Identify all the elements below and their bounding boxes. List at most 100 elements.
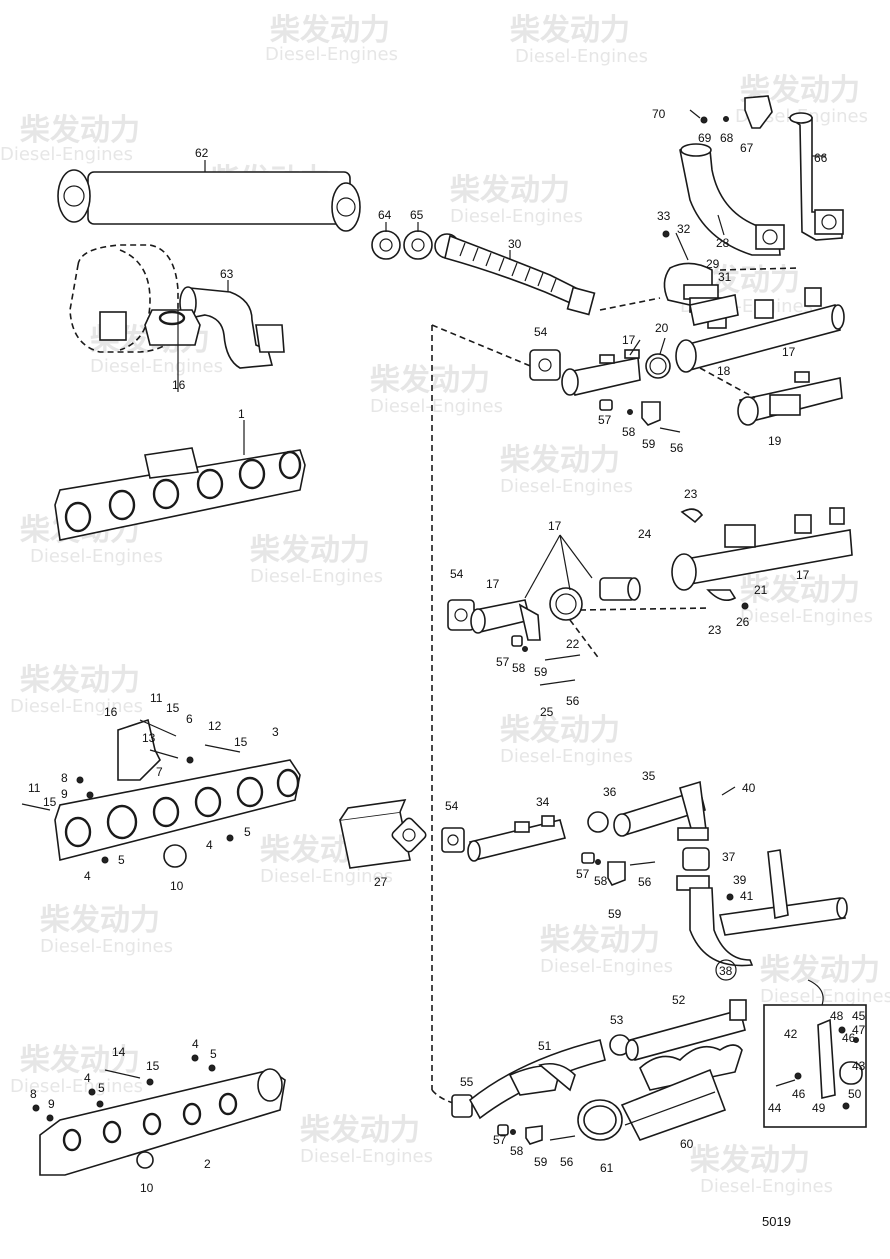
- callout-labels: 62 63 64 65 30 70 69 68 67 66 33 32 28 2…: [28, 107, 866, 1195]
- callout: 45: [852, 1009, 866, 1023]
- callout: 27: [374, 875, 388, 889]
- callout: 64: [378, 208, 392, 222]
- watermark-cn: 柴发动力: [500, 713, 620, 748]
- callout: 1: [238, 407, 245, 421]
- callout: 10: [140, 1181, 154, 1195]
- watermark-en: Diesel-Engines: [250, 566, 383, 587]
- callout: 4: [206, 838, 213, 852]
- callout: 57: [493, 1133, 507, 1147]
- callout: 58: [512, 661, 526, 675]
- callout: 54: [534, 325, 548, 339]
- callout: 40: [742, 781, 756, 795]
- callout: 26: [736, 615, 750, 629]
- callout: 43: [852, 1059, 866, 1073]
- callout: 35: [642, 769, 656, 783]
- silencer-62: [57, 160, 361, 232]
- callout: 58: [622, 425, 636, 439]
- exhaust-manifold-3: [21, 718, 301, 868]
- callout: 57: [598, 413, 612, 427]
- callout: 69: [698, 131, 712, 145]
- callout: 17: [622, 333, 636, 347]
- watermark-cn: 柴发动力: [20, 113, 140, 148]
- callout: 11: [150, 691, 163, 705]
- reference-number: 5019: [762, 1214, 791, 1229]
- watermark-cn: 柴发动力: [20, 1043, 140, 1078]
- watermark-cn: 柴发动力: [270, 13, 390, 48]
- callout: 18: [717, 364, 731, 378]
- callout: 16: [172, 378, 186, 392]
- callout: 22: [566, 637, 580, 651]
- callout: 39: [733, 873, 747, 887]
- callout: 24: [638, 527, 652, 541]
- watermark-en: Diesel-Engines: [740, 606, 873, 627]
- callout: 15: [43, 795, 57, 809]
- callout: 34: [536, 795, 550, 809]
- callout: 48: [830, 1009, 844, 1023]
- exhaust-pipe-assembly-middle: [447, 507, 853, 686]
- callout: 23: [708, 623, 722, 637]
- callout: 7: [156, 765, 163, 779]
- callout: 56: [566, 694, 580, 708]
- watermark-cn: 柴发动力: [370, 363, 490, 398]
- callout: 14: [112, 1045, 126, 1059]
- callout: 63: [220, 267, 234, 281]
- watermark-en: Diesel-Engines: [500, 746, 633, 767]
- turbocharger-with-elbow-63: [69, 244, 285, 369]
- callout: 19: [768, 434, 782, 448]
- callout: 17: [486, 577, 500, 591]
- exhaust-pipe-assembly-lower: [339, 780, 848, 1011]
- watermark-en: Diesel-Engines: [500, 476, 633, 497]
- exhaust-pipe-assembly-upper: [529, 287, 845, 433]
- outlet-pipes-66-28: [679, 95, 844, 256]
- watermark-cn: 柴发动力: [760, 953, 880, 988]
- callout: 28: [716, 236, 730, 250]
- callout: 52: [672, 993, 686, 1007]
- callout: 57: [496, 655, 510, 669]
- watermark-cn: 柴发动力: [250, 533, 370, 568]
- watermark-en: Diesel-Engines: [10, 696, 143, 717]
- callout: 6: [186, 712, 193, 726]
- watermark-cn: 柴发动力: [450, 173, 570, 208]
- callout: 13: [142, 731, 156, 745]
- exhaust-manifold-1: [54, 309, 306, 541]
- watermark-en: Diesel-Engines: [760, 986, 890, 1007]
- watermark-en: Diesel-Engines: [90, 356, 223, 377]
- watermark-en: Diesel-Engines: [260, 866, 393, 887]
- callout: 8: [30, 1087, 37, 1101]
- callout: 9: [48, 1097, 55, 1111]
- watermark-cn: 柴发动力: [20, 663, 140, 698]
- callout: 10: [170, 879, 184, 893]
- callout: 44: [768, 1101, 782, 1115]
- callout: 17: [548, 519, 562, 533]
- watermark-en: Diesel-Engines: [265, 44, 398, 65]
- callout: 60: [680, 1137, 694, 1151]
- callout: 37: [722, 850, 736, 864]
- callout: 29: [706, 257, 720, 271]
- watermark-cn: 柴发动力: [740, 573, 860, 608]
- callout: 56: [638, 875, 652, 889]
- callout: 70: [652, 107, 666, 121]
- callout: 68: [720, 131, 734, 145]
- callout: 17: [782, 345, 796, 359]
- callout: 41: [740, 889, 754, 903]
- flanges-64-65-flex-pipe-30: [371, 222, 596, 316]
- callout: 53: [610, 1013, 624, 1027]
- callout: 4: [84, 1071, 91, 1085]
- callout: 36: [603, 785, 617, 799]
- callout: 65: [410, 208, 424, 222]
- callout: 55: [460, 1075, 474, 1089]
- callout: 56: [560, 1155, 574, 1169]
- watermark-cn: 柴发动力: [510, 13, 630, 48]
- clamp-detail-box: [763, 1004, 867, 1128]
- exhaust-pipe-assembly-bottom: [451, 999, 747, 1145]
- assembly-guide-line: [431, 1089, 461, 1106]
- callout: 21: [754, 583, 768, 597]
- callout: 38: [719, 964, 733, 978]
- callout: 62: [195, 146, 209, 160]
- callout: 5: [210, 1047, 217, 1061]
- callout: 15: [166, 701, 180, 715]
- callout: 17: [796, 568, 810, 582]
- callout: 58: [510, 1144, 524, 1158]
- callout: 12: [208, 719, 222, 733]
